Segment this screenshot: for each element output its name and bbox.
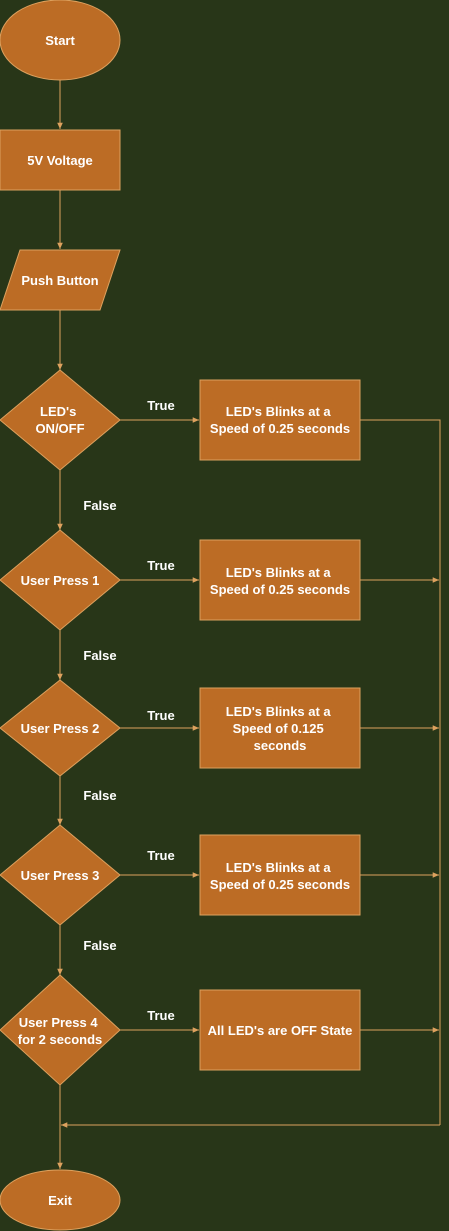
decision-user-press-3 — [0, 824, 121, 926]
start-label: Start — [45, 33, 75, 48]
process-blink-1-label: LED's Blinks at a Speed of 0.25 seconds — [210, 404, 350, 436]
process-blink-3-label: LED's Blinks at a Speed of 0.125 seconds — [226, 704, 335, 753]
process-blink-1 — [199, 379, 361, 461]
decision-user-press-4 — [0, 974, 121, 1086]
push-button-label: Push Button — [21, 273, 98, 288]
process-blink-3 — [199, 687, 361, 769]
true-label-d5: True — [147, 1008, 174, 1023]
false-label-d2: False — [83, 648, 116, 663]
edge-p1-return — [360, 419, 441, 1125]
true-label-d1: True — [147, 398, 174, 413]
process-blink-4-label: LED's Blinks at a Speed of 0.25 seconds — [210, 860, 350, 892]
true-label-d2: True — [147, 558, 174, 573]
push-button-node — [0, 249, 121, 311]
exit-label: Exit — [48, 1193, 73, 1208]
process-all-off — [199, 989, 361, 1071]
exit-node — [0, 1169, 121, 1231]
false-label-d1: False — [83, 498, 116, 513]
process-all-off-label: All LED's are OFF State — [208, 1023, 353, 1038]
false-label-d3: False — [83, 788, 116, 803]
voltage-node — [0, 129, 121, 191]
decision-user-press-2 — [0, 679, 121, 777]
decision-led-on-off-label: LED's ON/OFF — [35, 404, 84, 436]
process-blink-2 — [199, 539, 361, 621]
true-label-d3: True — [147, 708, 174, 723]
decision-user-press-3-label: User Press 3 — [21, 868, 100, 883]
decision-led-on-off — [0, 369, 121, 471]
true-label-d4: True — [147, 848, 174, 863]
false-label-d4: False — [83, 938, 116, 953]
decision-user-press-1-label: User Press 1 — [21, 573, 100, 588]
voltage-label: 5V Voltage — [27, 153, 93, 168]
decision-user-press-1 — [0, 529, 121, 631]
decision-user-press-2-label: User Press 2 — [21, 721, 100, 736]
process-blink-2-label: LED's Blinks at a Speed of 0.25 seconds — [210, 565, 350, 597]
start-node — [0, 0, 121, 81]
decision-user-press-4-label: User Press 4 for 2 seconds — [18, 1015, 103, 1047]
process-blink-4 — [199, 834, 361, 916]
